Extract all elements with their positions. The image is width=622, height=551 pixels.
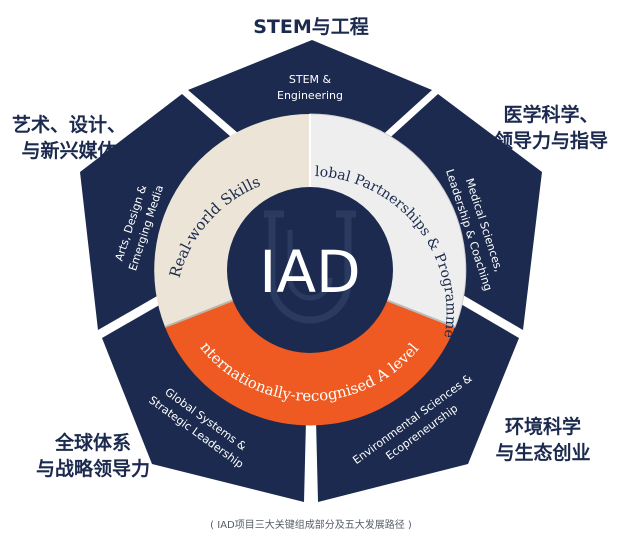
cn-label-top-right-line1: 医学科学、 bbox=[503, 104, 599, 126]
segment-top-left bbox=[80, 94, 239, 330]
cn-label-bottom-left-line1: 全球体系 bbox=[54, 432, 131, 454]
cn-label-bottom-right-line2: 与生态创业 bbox=[495, 442, 591, 464]
segment-label-top-line1: STEM & bbox=[289, 73, 332, 86]
segment-label-top: STEM & Engineering bbox=[277, 73, 343, 102]
segment-bottom-right bbox=[316, 296, 519, 502]
segment-top bbox=[188, 40, 432, 140]
cn-label-top-right-line2: 领导力与指导 bbox=[493, 130, 608, 152]
segment-top-right bbox=[383, 94, 542, 330]
segment-label-top-line2: Engineering bbox=[277, 89, 343, 102]
cn-label-top: STEM与工程 bbox=[236, 14, 386, 40]
cn-label-top-left: 艺术、设计、 与新兴媒体 bbox=[4, 112, 134, 164]
center-label: IAD bbox=[259, 238, 360, 306]
outer-ring bbox=[80, 40, 542, 502]
cn-label-bottom-left-line2: 与战略领导力 bbox=[35, 458, 150, 480]
segment-bottom-left bbox=[102, 296, 306, 502]
cn-label-bottom-left: 全球体系 与战略领导力 bbox=[18, 430, 168, 482]
cn-label-top-text: STEM与工程 bbox=[253, 16, 369, 38]
monogram-watermark bbox=[264, 210, 356, 324]
cn-label-bottom-right-line1: 环境科学 bbox=[504, 416, 581, 438]
cn-label-top-right: 医学科学、 领导力与指导 bbox=[484, 102, 618, 154]
cn-label-top-left-line1: 艺术、设计、 bbox=[11, 114, 126, 136]
cn-label-bottom-right: 环境科学 与生态创业 bbox=[478, 414, 608, 466]
cn-label-top-left-line2: 与新兴媒体 bbox=[21, 140, 117, 162]
center-circle bbox=[227, 187, 393, 353]
figure-caption: ( IAD项目三大关键组成部分及五大发展路径 ) bbox=[210, 520, 412, 531]
